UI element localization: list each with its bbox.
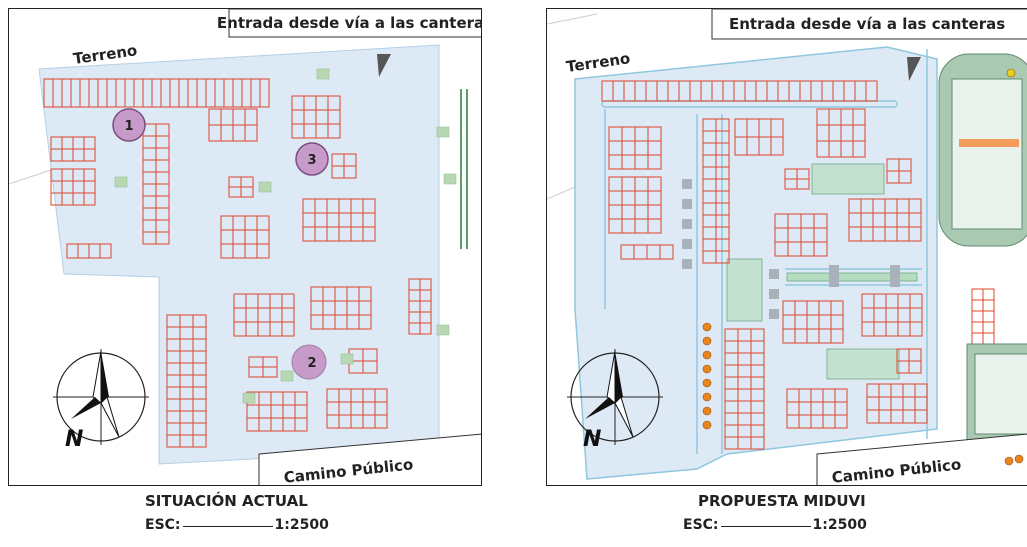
lot	[982, 321, 995, 334]
lot-blocks	[43, 78, 432, 448]
lot	[971, 332, 984, 345]
lot	[419, 322, 432, 335]
entrance-label: Entrada desde vía a las canteras	[729, 15, 1005, 33]
entrance-arrow-icon	[377, 54, 391, 77]
lot	[343, 165, 357, 179]
lot	[83, 192, 96, 206]
sports-field-1	[938, 53, 1027, 247]
north-arrow-icon	[53, 349, 149, 445]
site-area	[38, 44, 440, 465]
entrance-arrow-icon	[907, 57, 921, 81]
current-situation-drawing: Entrada desde vía a las canteras Terreno…	[9, 9, 482, 485]
north-arrow-icon	[567, 349, 663, 445]
right-scale-value: 1:2500	[812, 517, 867, 533]
trees	[702, 68, 1016, 430]
marker-1-label: 1	[124, 119, 133, 134]
marker-2-label: 2	[307, 356, 316, 371]
green-areas	[726, 163, 918, 380]
left-caption-scale: ESC: 1:2500	[145, 517, 329, 533]
lot	[908, 360, 922, 374]
trees	[1004, 454, 1024, 466]
lot	[647, 218, 662, 234]
marker-1: 1	[112, 108, 146, 142]
lot	[750, 436, 765, 450]
left-caption-title: SITUACIÓN ACTUAL	[145, 492, 308, 510]
lot	[852, 140, 866, 158]
lot	[99, 243, 112, 259]
lot	[982, 310, 995, 323]
lot	[358, 314, 372, 330]
lot	[982, 332, 995, 345]
lot	[909, 321, 923, 337]
lot	[374, 414, 388, 429]
lot	[834, 414, 848, 429]
north-label: N	[65, 427, 83, 452]
entrance-label-box	[228, 9, 481, 38]
lot	[971, 288, 984, 301]
lot	[971, 299, 984, 312]
lot	[770, 136, 784, 156]
lot	[898, 170, 912, 184]
lot	[796, 178, 810, 190]
lot	[908, 226, 922, 242]
lot	[982, 299, 995, 312]
left-scale-line	[182, 526, 273, 527]
left-scale-value: 1:2500	[274, 517, 329, 533]
north-label: N	[583, 427, 601, 452]
lot	[865, 80, 878, 102]
proposal-map: Entrada desde vía a las canteras Terreno…	[546, 8, 1027, 486]
lot	[971, 321, 984, 334]
public-road-box	[258, 433, 481, 485]
lot	[914, 409, 928, 424]
sports-field-2	[966, 343, 1027, 445]
right-caption-title: PROPUESTA MIDUVI	[698, 492, 866, 510]
lot	[244, 124, 258, 142]
lot	[155, 231, 170, 245]
lot	[813, 241, 828, 257]
lot	[327, 123, 341, 139]
right-caption-scale: ESC: 1:2500	[683, 517, 867, 533]
lot	[659, 244, 674, 260]
terrain-label: Terreno	[565, 49, 631, 76]
lot	[192, 434, 207, 448]
entrance-label-box	[711, 9, 1027, 40]
parking-spots	[682, 179, 900, 319]
right-scale-line	[720, 526, 811, 527]
lot	[971, 310, 984, 323]
lot	[281, 321, 295, 337]
public-road-box	[816, 433, 1027, 485]
lot	[240, 186, 254, 198]
lot	[256, 243, 270, 259]
right-scale-label: ESC:	[683, 517, 719, 533]
green-areas	[114, 68, 457, 404]
lot	[982, 288, 995, 301]
lot	[647, 154, 662, 170]
lot	[362, 360, 378, 374]
lot	[830, 328, 844, 344]
lot	[715, 250, 730, 264]
lot	[294, 417, 308, 432]
lot-blocks	[601, 80, 995, 450]
current-situation-map: Entrada desde vía a las canteras Terreno…	[8, 8, 482, 486]
lot	[259, 78, 270, 108]
entrance-label: Entrada desde vía a las canteras	[217, 14, 482, 32]
lot	[83, 148, 96, 162]
marker-2: 2	[291, 344, 327, 380]
proposal-drawing: Entrada desde vía a las canteras Terreno…	[547, 9, 1027, 485]
marker-3-label: 3	[307, 153, 316, 168]
lot	[262, 366, 278, 378]
lot	[362, 226, 376, 242]
marker-3: 3	[295, 142, 329, 176]
left-scale-label: ESC:	[145, 517, 181, 533]
